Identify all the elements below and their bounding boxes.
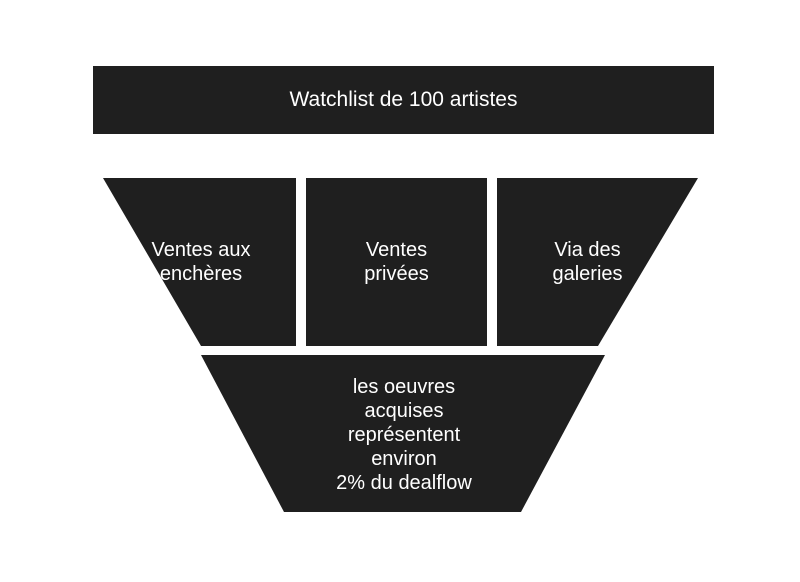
auctions-label: Ventes aux enchères (151, 239, 251, 285)
private-sales-shape (306, 178, 487, 346)
top-bar-label: Watchlist de 100 artistes (289, 88, 518, 111)
auctions-shape (103, 178, 296, 346)
top-bar-shape (93, 66, 714, 134)
galleries-shape (497, 178, 698, 346)
result-shape (201, 355, 605, 512)
private-sales-label: Ventes privées (364, 239, 429, 285)
result-label: les oeuvres acquises représentent enviro… (336, 376, 472, 494)
galleries-label: Via des galeries (552, 239, 623, 285)
